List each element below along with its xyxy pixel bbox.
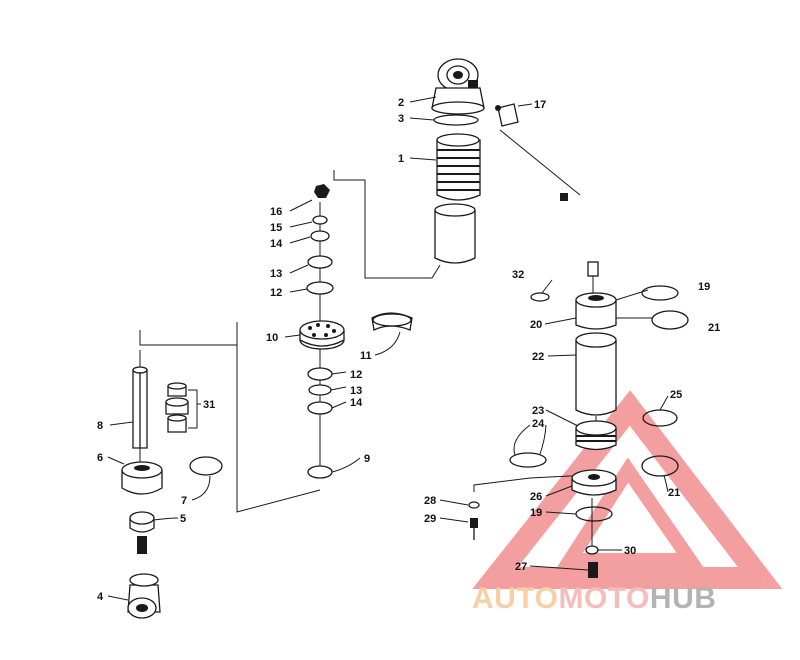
callout-28: 28 — [424, 495, 436, 507]
callout-10: 10 — [266, 332, 278, 344]
callout-4: 4 — [97, 591, 104, 603]
callout-6: 6 — [97, 452, 103, 464]
part-labels: 1 2 3 4 5 6 7 8 9 10 11 12 12 13 13 14 1… — [97, 97, 720, 603]
watermark-hub: HUB — [650, 582, 717, 615]
shock-body-top — [431, 58, 519, 264]
callout-19a: 19 — [698, 281, 710, 293]
callout-8: 8 — [97, 420, 103, 432]
callout-24: 24 — [532, 418, 545, 430]
callout-26: 26 — [530, 491, 542, 503]
shaft-assembly — [121, 366, 223, 619]
callout-30: 30 — [624, 545, 636, 557]
callout-31: 31 — [203, 399, 215, 411]
callout-17: 17 — [534, 99, 546, 111]
callout-21b: 21 — [668, 487, 680, 499]
reservoir-assembly — [468, 285, 689, 578]
watermark-text: AUTOMOTOHUB — [472, 582, 716, 615]
valve-stack — [299, 184, 413, 479]
callout-22: 22 — [532, 351, 544, 363]
callout-11: 11 — [360, 350, 372, 362]
reservoir-hose — [536, 193, 599, 277]
callout-7: 7 — [181, 495, 187, 507]
callout-3: 3 — [398, 113, 404, 125]
callout-14a: 14 — [270, 238, 283, 250]
callout-1: 1 — [398, 153, 404, 165]
watermark-triangle-inner — [557, 457, 704, 567]
callout-2: 2 — [398, 97, 404, 109]
callout-13b: 13 — [350, 385, 362, 397]
watermark-auto: AUTO — [472, 582, 558, 615]
callout-15: 15 — [270, 222, 282, 234]
callout-29: 29 — [424, 513, 436, 525]
leader-lines — [107, 96, 669, 601]
callout-14b: 14 — [350, 397, 363, 409]
callout-12a: 12 — [270, 287, 282, 299]
callout-19b: 19 — [530, 507, 542, 519]
callout-25: 25 — [670, 389, 682, 401]
callout-5: 5 — [180, 513, 186, 525]
callout-21a: 21 — [708, 322, 720, 334]
watermark-moto: MOTO — [558, 582, 649, 615]
callout-32: 32 — [512, 269, 524, 281]
callout-27: 27 — [515, 561, 527, 573]
callout-13a: 13 — [270, 268, 282, 280]
callout-20: 20 — [530, 319, 542, 331]
callout-16: 16 — [270, 206, 282, 218]
watermark-triangle-outer — [472, 390, 783, 589]
callout-12b: 12 — [350, 369, 362, 381]
callout-23: 23 — [532, 405, 544, 417]
callout-9: 9 — [364, 453, 370, 465]
watermark-logo: AUTOMOTOHUB — [472, 390, 783, 615]
